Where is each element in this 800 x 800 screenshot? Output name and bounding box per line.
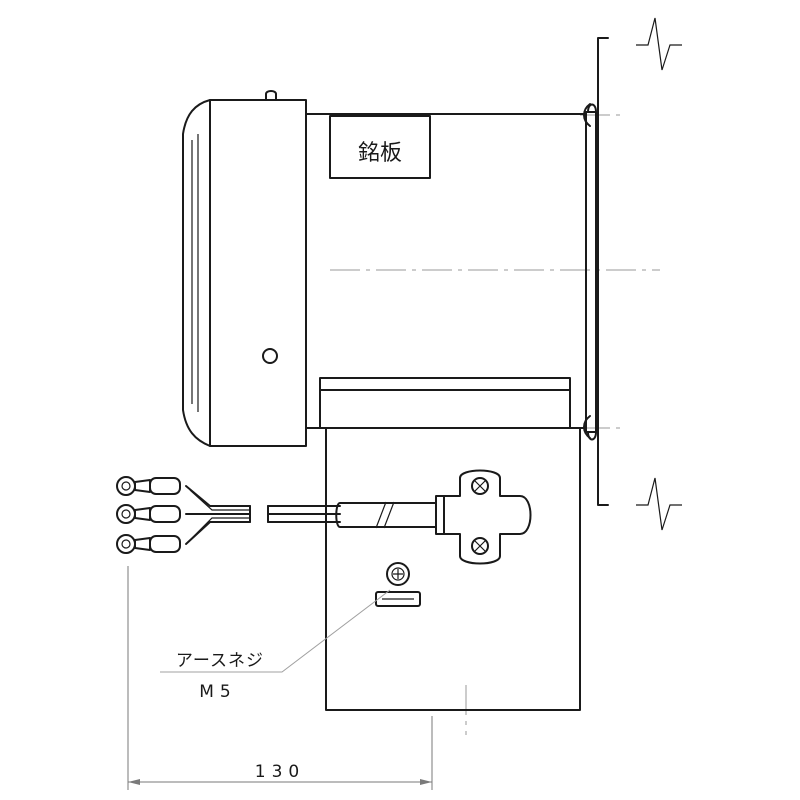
earth-screw-cross (393, 569, 403, 579)
lead-cable (185, 485, 437, 545)
dimension-arrow-left (128, 779, 140, 785)
flange-top-bolt (587, 103, 597, 113)
wire-bottom-inner (189, 517, 250, 541)
terminal-box (319, 377, 581, 711)
clamp-screw-bottom-cross (473, 539, 487, 553)
fan-cover-outline (182, 99, 307, 447)
clamp-body (435, 469, 532, 565)
terminal-box-body (325, 427, 581, 711)
earth-screw-label: アースネジ (176, 651, 264, 671)
wire-bottom (185, 521, 251, 545)
nameplate: 銘板 (329, 115, 431, 179)
break-mark-top (636, 17, 682, 71)
ring-terminal-3 (116, 534, 181, 554)
top-nub (265, 90, 277, 101)
ring-terminal-1-hole (121, 481, 131, 491)
ring-terminal-1-sleeve (149, 477, 181, 495)
ring-terminal-1-eye (116, 476, 136, 496)
earth-screw-inner (391, 567, 405, 581)
flange-body (585, 111, 597, 433)
nameplate-label: 銘板 (358, 141, 402, 166)
ring-terminal-2-eye (116, 504, 136, 524)
ring-terminals (116, 476, 181, 554)
mounting-plate-outline (597, 37, 609, 506)
break-mark-bottom (636, 477, 682, 531)
earth-mark-plate (375, 591, 421, 607)
ring-terminal-3-neck (134, 537, 151, 551)
motor-body (305, 113, 587, 429)
ring-terminal-2-sleeve (149, 505, 181, 523)
ring-terminal-3-eye (116, 534, 136, 554)
dimension-value: 130 (255, 762, 305, 782)
flange-bottom-bolt (587, 431, 597, 441)
ring-terminal-1 (116, 476, 181, 496)
sheath-break-1 (375, 501, 387, 529)
wire-top (185, 485, 251, 507)
motor-frame (305, 113, 587, 429)
clamp-screw-bottom-icon (471, 537, 489, 555)
earth-screw-size-label: M5 (199, 682, 236, 702)
ring-terminal-2-neck (134, 507, 151, 521)
nameplate-frame (329, 115, 431, 179)
dimension-130: 130 (127, 566, 433, 790)
earth-screw-leader (160, 589, 391, 673)
terminal-box-base (319, 377, 571, 429)
ring-terminal-1-neck (134, 479, 151, 493)
ring-terminal-3-hole (121, 539, 131, 549)
clamp-screw-top-cross (473, 479, 487, 493)
ring-terminal-2 (116, 504, 181, 524)
break-marks (636, 17, 682, 531)
earth-screw-head-icon (386, 562, 410, 586)
cover-screw-icon (262, 348, 278, 364)
ring-terminal-3-sleeve (149, 535, 181, 553)
clamp-screw-top-icon (471, 477, 489, 495)
ring-terminal-2-hole (121, 509, 131, 519)
sheath-break-2 (383, 501, 395, 529)
dimension-arrow-right (420, 779, 432, 785)
cable-clamp (435, 469, 532, 565)
earth-screw-callout: アースネジ M5 (160, 589, 391, 702)
center-lines (330, 114, 660, 735)
earth-screw (375, 562, 421, 607)
wire-top-inner (189, 489, 250, 511)
fan-cover (182, 90, 307, 447)
mounting-plate (597, 37, 609, 506)
